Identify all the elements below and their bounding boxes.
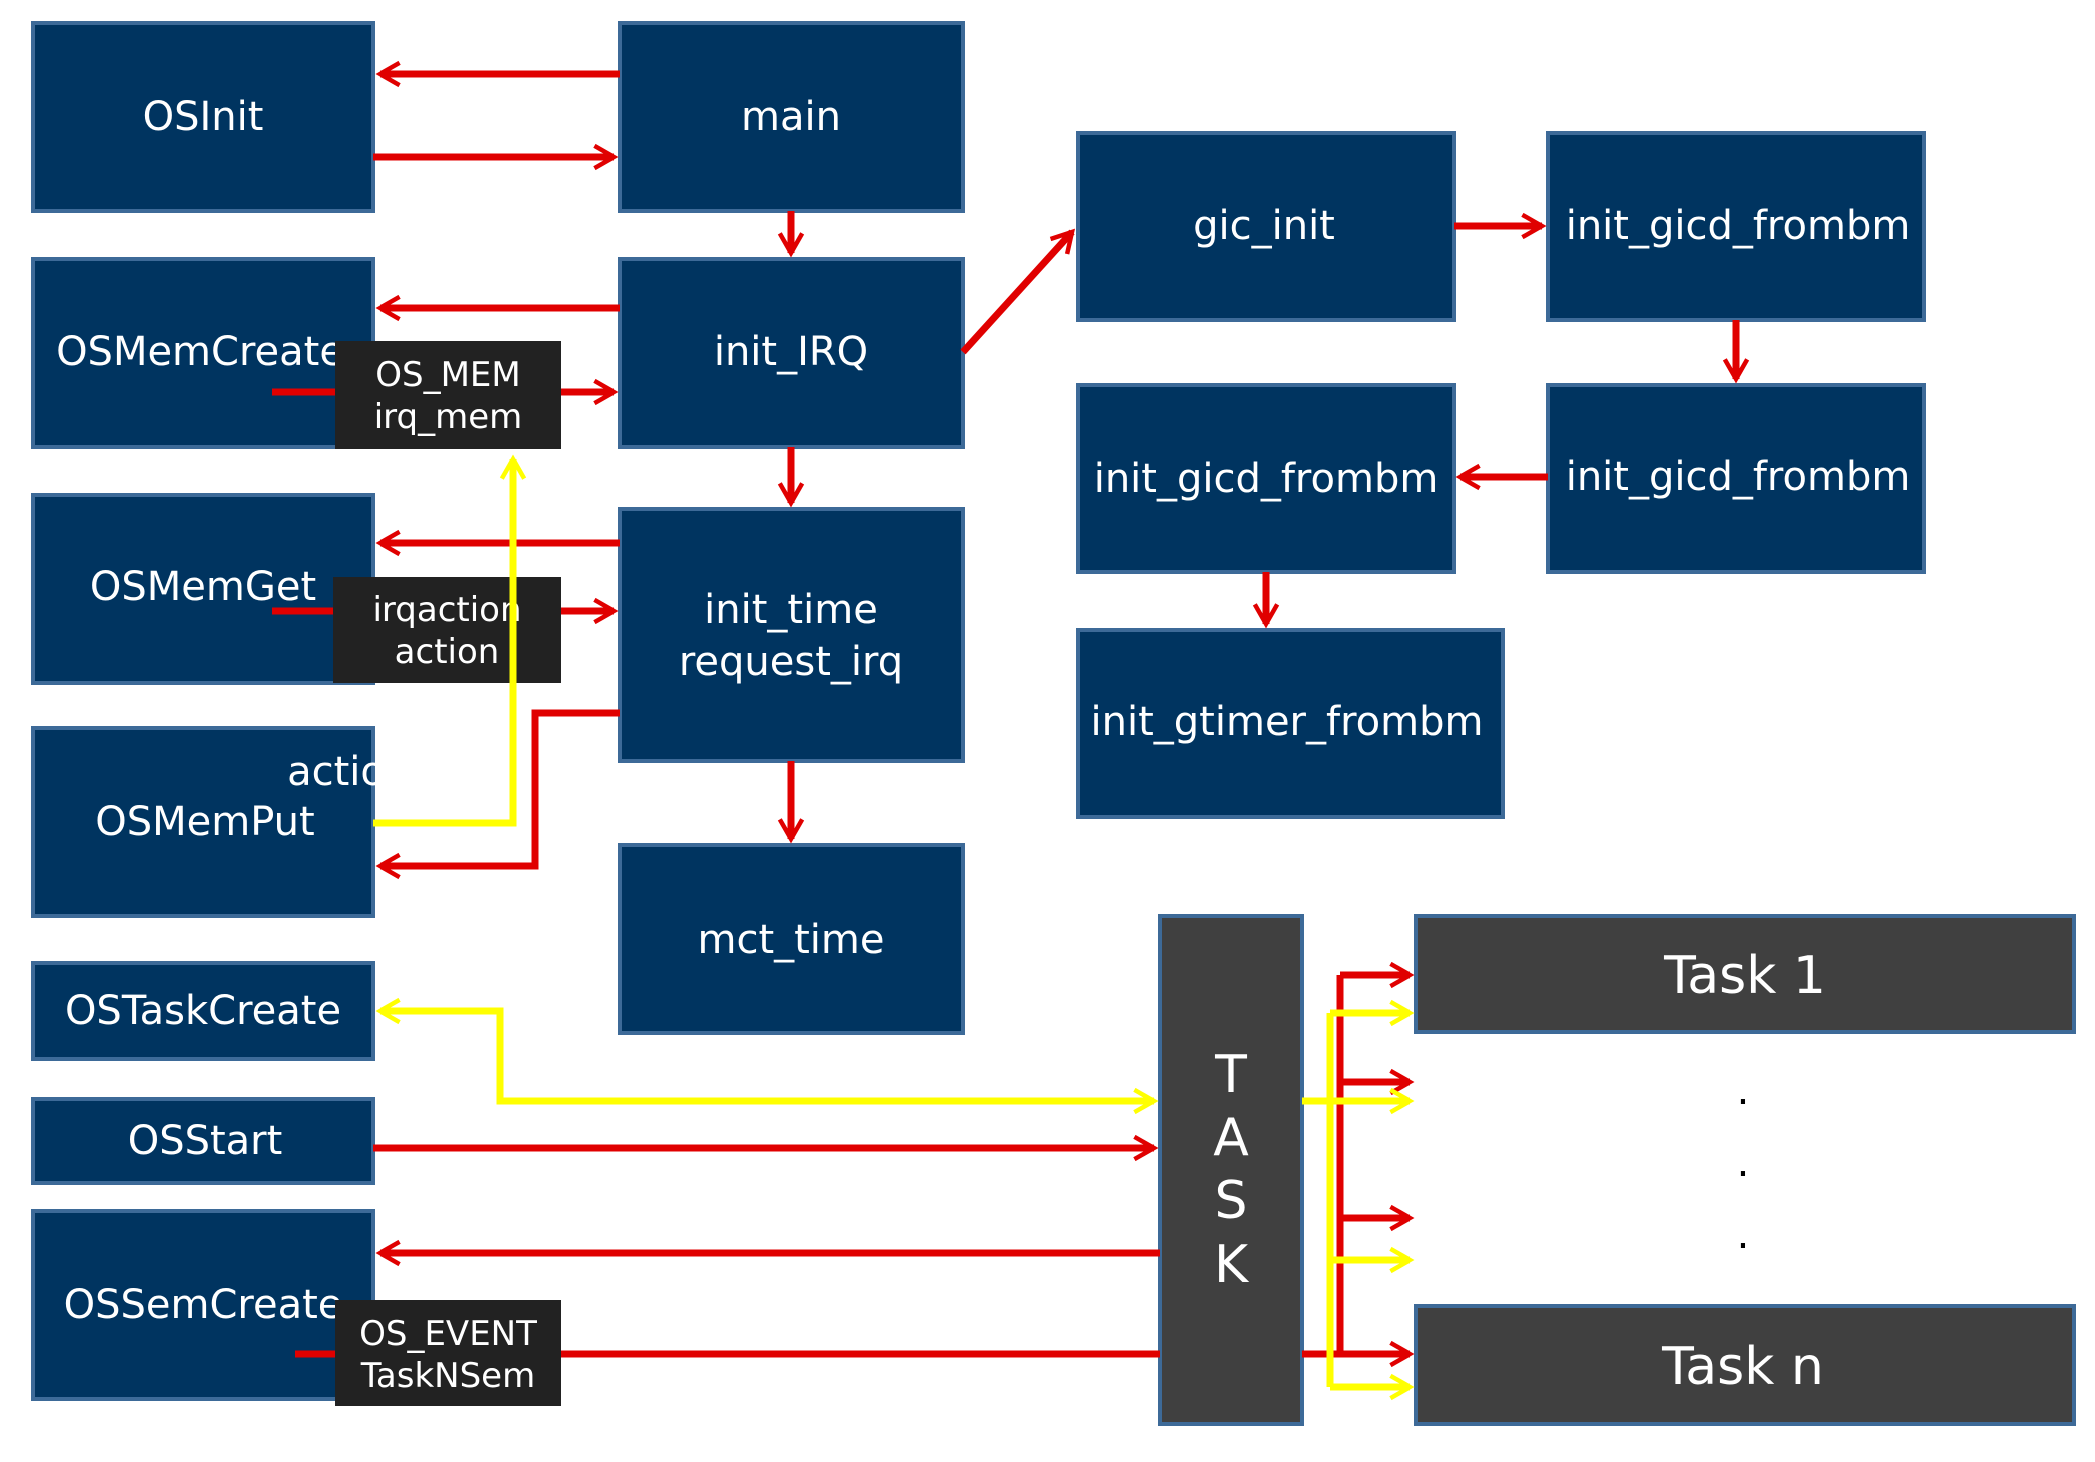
mct-time-label: mct_time [697,917,884,963]
task-n-box: Task n [1414,1304,2076,1426]
init-time-box: init_time request_irq [618,507,965,763]
init-irq-box: init_IRQ [618,257,965,449]
mct-time-box: mct_time [618,843,965,1035]
ellipsis-dot-1: . [1737,1068,1750,1114]
osmemcreate-label: OSMemCreate [56,329,344,375]
irqaction-tag-line2: action [395,632,500,672]
init-time-label-line2: request_irq [679,639,903,685]
task-letter-a: A [1213,1108,1249,1168]
osmemget-label: OSMemGet [90,564,316,610]
osinit-box: OSInit [31,21,375,213]
osstart-box: OSStart [31,1097,375,1185]
os-mem-tag-line2: irq_mem [374,397,523,437]
ostaskcreate-label: OSTaskCreate [65,988,341,1034]
osmemput-overlap-label: actio [287,749,385,795]
irqaction-tag-line1: irqaction [372,590,521,630]
task-letter-k: K [1214,1235,1250,1295]
ostaskcreate-box: OSTaskCreate [31,961,375,1061]
init-time-label-line1: init_time [704,587,878,633]
init-gicd-right-box: init_gicd_frombm [1546,383,1926,574]
task-n-label: Task n [1661,1337,1824,1397]
init-gicd-left-box: init_gicd_frombm [1076,383,1456,574]
init-gtimer-box: init_gtimer_frombm [1076,628,1505,819]
ellipsis-dot-3: . [1737,1212,1750,1258]
arrow-init-time-to-osmemput [375,709,620,880]
init-gicd-left-label: init_gicd_frombm [1094,456,1439,502]
os-mem-tag-line1: OS_MEM [375,355,521,395]
init-gicd-top-box: init_gicd_frombm [1546,131,1926,322]
osmemcreate-box: OSMemCreate [31,257,375,449]
main-box: main [618,21,965,213]
init-irq-label: init_IRQ [714,329,868,375]
os-event-tag-line2: TaskNSem [360,1356,535,1396]
task-ellipsis: . . . [1737,1068,1750,1258]
arrow-osmemput-to-os-mem [373,454,527,827]
init-gicd-top-label: init_gicd_frombm [1566,203,1911,249]
task-1-label: Task 1 [1663,946,1826,1006]
red-arrows [272,60,1750,1368]
irqaction-tag: irqaction action [333,577,561,683]
osinit-label: OSInit [143,94,264,140]
os-mem-tag: OS_MEM irq_mem [335,341,561,449]
osmemget-box: OSMemGet [31,493,375,685]
yellow-arrows [373,454,1415,1401]
task-letter-t: T [1214,1045,1247,1105]
init-gtimer-label: init_gtimer_frombm [1091,699,1484,745]
ossemcreate-label: OSSemCreate [64,1282,343,1328]
task-1-box: Task 1 [1414,914,2076,1034]
ossemcreate-box: OSSemCreate [31,1209,375,1401]
gic-init-box: gic_init [1076,131,1456,322]
osmemput-label: OSMemPut [95,799,314,845]
os-event-tag-line1: OS_EVENT [359,1314,537,1354]
osmemput-box: OSMemPut actio [31,726,385,918]
os-event-tag: OS_EVENT TaskNSem [335,1300,561,1406]
osstart-label: OSStart [128,1118,283,1164]
task-bar: T A S K [1158,914,1304,1426]
task-letter-s: S [1214,1171,1247,1231]
ellipsis-dot-2: . [1737,1140,1750,1186]
gic-init-label: gic_init [1193,203,1335,249]
init-gicd-right-label: init_gicd_frombm [1566,454,1911,500]
main-label: main [741,94,841,140]
arrow-init-irq-to-gic-init [960,228,1076,355]
